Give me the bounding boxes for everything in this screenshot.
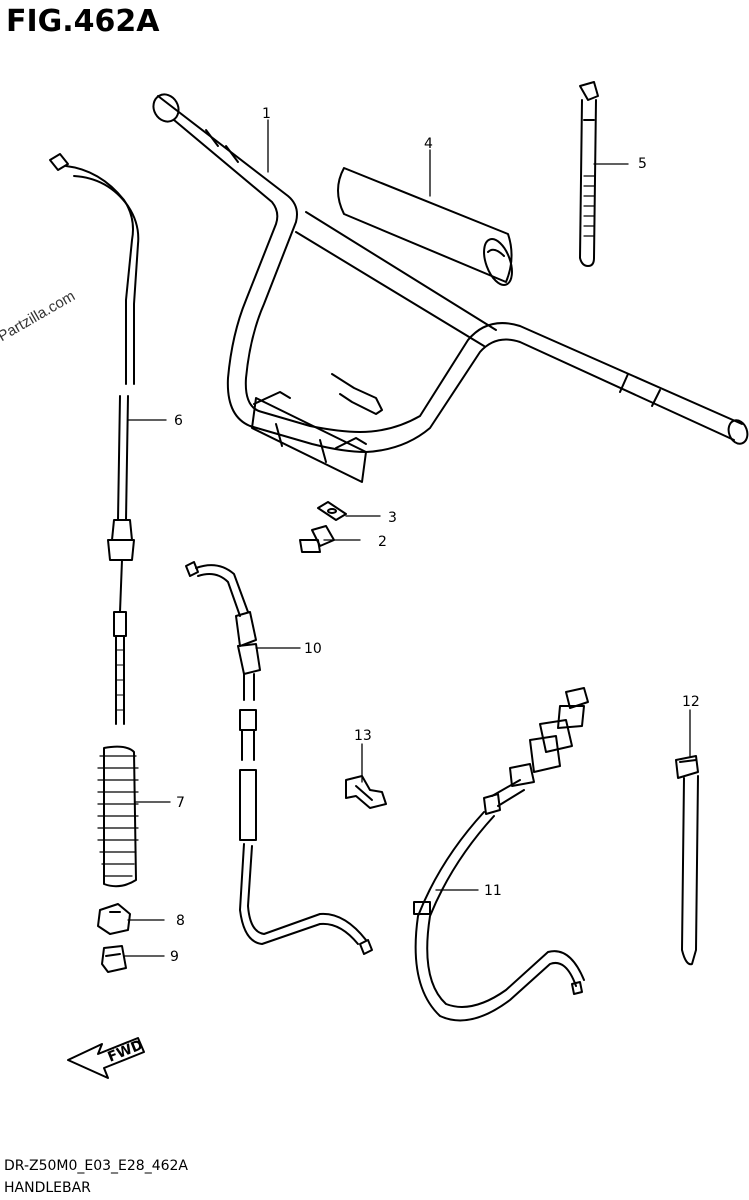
fwd-label: FWD [106,1037,146,1066]
rubber-boot-part[interactable] [97,745,139,888]
callout-part-9: 9 [170,949,179,965]
callout-part-7: 7 [176,795,185,811]
tie-strap-part[interactable] [579,81,599,267]
callout-part-12: 12 [682,694,700,710]
bolt-part[interactable] [299,525,335,553]
callout-part-2: 2 [378,534,387,550]
callout-part-1: 1 [262,106,271,122]
leader-lines [123,119,691,957]
choke-cable-part[interactable] [413,687,589,1022]
callout-part-3: 3 [388,510,397,526]
handlebar-part[interactable] [149,90,749,483]
figure-name: HANDLEBAR [4,1180,91,1196]
cable-cap-part[interactable] [97,903,131,935]
throttle-cable-part[interactable] [49,153,140,725]
handlebar-pad-part[interactable] [337,167,517,289]
clutch-cable-part[interactable] [185,561,373,955]
callout-part-13: 13 [354,728,372,744]
callout-part-10: 10 [304,641,322,657]
cable-nut-part[interactable] [101,945,127,973]
callout-part-4: 4 [424,136,433,152]
fwd-arrow-icon: FWD [67,1037,146,1079]
callout-part-11: 11 [484,883,502,899]
cable-clamp-part[interactable] [345,775,387,809]
callout-part-6: 6 [174,413,183,429]
callout-part-5: 5 [638,156,647,172]
cable-tie-part[interactable] [675,755,699,966]
figure-code: DR-Z50M0_E03_E28_462A [4,1158,189,1174]
washer-part[interactable] [317,501,347,521]
figure-title: FIG.462A [6,4,160,39]
callout-part-8: 8 [176,913,185,929]
